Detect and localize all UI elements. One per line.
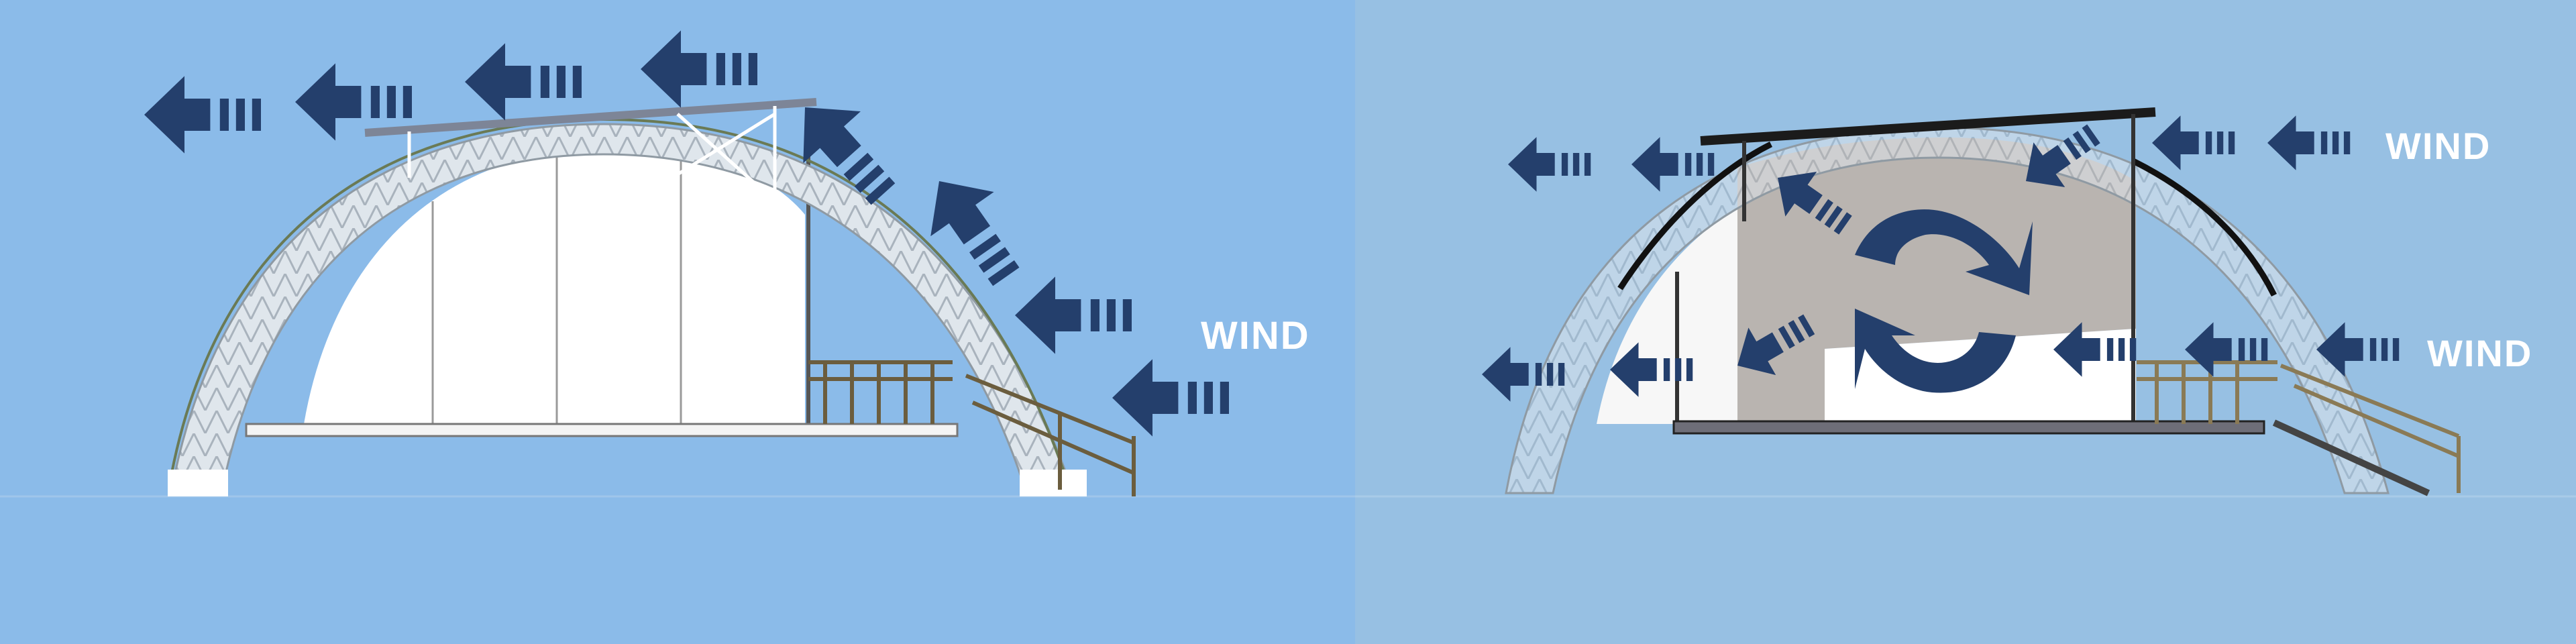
circulation-arrows-icon	[1855, 209, 2033, 393]
floor-deck	[1672, 420, 2265, 435]
right-foot	[1020, 470, 1087, 496]
railing	[808, 360, 1136, 496]
left-panel-open-state: WIND	[0, 30, 1355, 498]
wind-label-bottom: WIND	[2427, 332, 2532, 374]
left-foot	[168, 470, 228, 496]
truss-arch	[1505, 126, 2390, 494]
wind-label-top: WIND	[2385, 125, 2491, 167]
roof-frame	[407, 106, 777, 203]
arch-cover-closed	[1617, 141, 2277, 297]
interior-wall	[304, 149, 805, 424]
wind-label: WIND	[1201, 314, 1310, 358]
wall-panel-lines	[431, 154, 682, 424]
solar-roof-panel	[364, 98, 817, 137]
floor-deck	[245, 423, 959, 437]
right-panel-closed-state: WIND WIND	[1355, 0, 2576, 644]
solar-roof-panel	[1700, 107, 2156, 146]
side-curtains	[1675, 114, 2135, 424]
